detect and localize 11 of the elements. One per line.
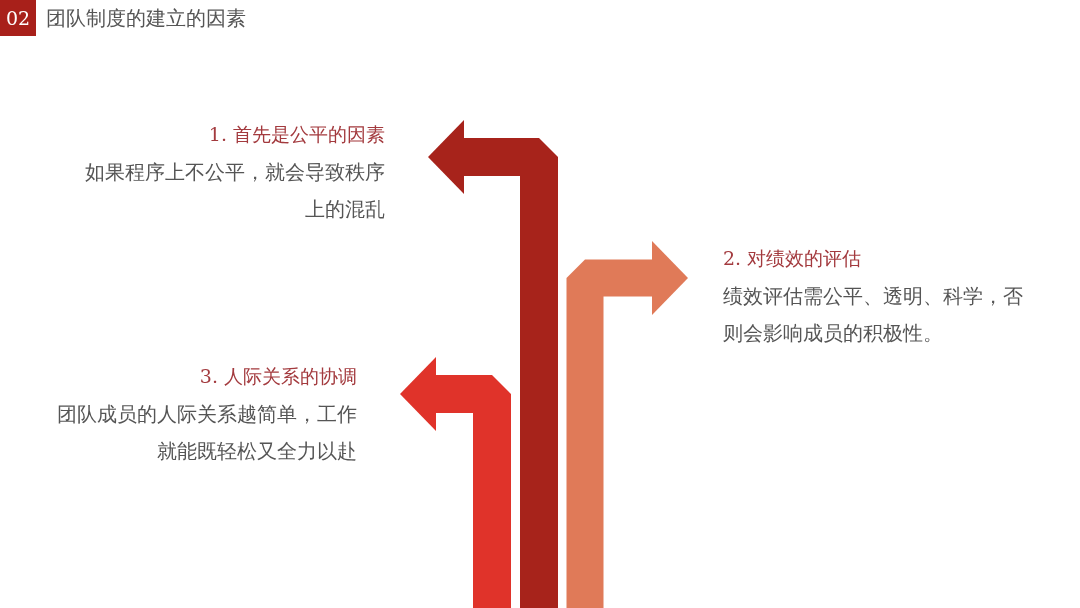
number-badge: 02 [0, 0, 36, 36]
item-heading: 1. 首先是公平的因素 [208, 122, 385, 147]
item-description: 团队成员的人际关系越简单，工作就能既轻松又全力以赴 [56, 401, 357, 465]
slide-title: 团队制度的建立的因素 [46, 5, 246, 32]
arrow [428, 120, 558, 608]
item-description: 绩效评估需公平、透明、科学，否则会影响成员的积极性。 [723, 283, 1024, 347]
arrow [400, 357, 511, 608]
item-description: 如果程序上不公平，就会导致秩序上的混乱 [84, 159, 385, 223]
arrow [566, 241, 688, 608]
item-heading: 3. 人际关系的协调 [199, 364, 357, 389]
item-heading: 2. 对绩效的评估 [723, 246, 862, 271]
